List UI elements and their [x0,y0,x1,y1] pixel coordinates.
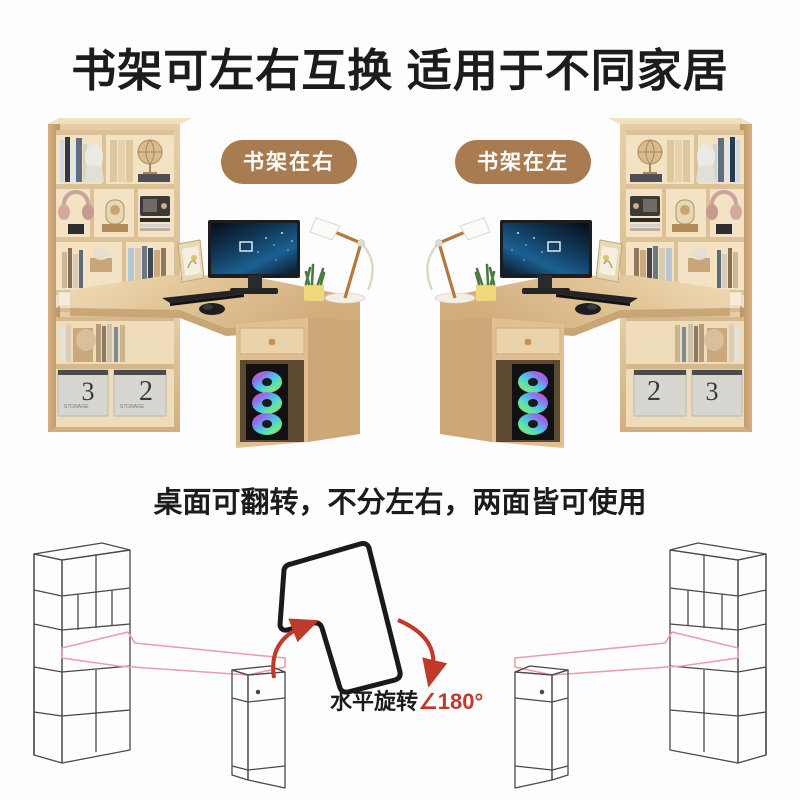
diagram-left-unit [33,542,131,764]
rotate-arrow-right [397,618,448,688]
svg-text:3: 3 [706,377,719,406]
headphones-icon [706,190,742,234]
desk-clock [102,199,128,232]
rotation-label: 水平旋转∠180° [330,684,483,716]
desk-lamp [426,217,491,304]
product-photo-bookshelf-right: 3 STORAGE 2 STORAGE [30,112,390,462]
lower-shelf-books [675,324,740,362]
rotation-angle-text: ∠180° [418,689,484,714]
vintage-radio [140,196,170,231]
shelf-books-top [60,137,87,182]
headphones-icon [58,190,94,234]
storage-bin-3: 3 STORAGE [57,369,109,417]
potted-plant [474,263,496,301]
page-title: 书架可左右互换 适用于不同家居 [71,45,729,96]
bust-sculpture [696,144,716,182]
lower-cabinet: 3 2 [620,306,752,432]
picture-frame [177,239,205,283]
diagram-right-pedestal [514,665,569,789]
badge-bookshelf-left: 书架在左 [455,140,591,184]
monitor [208,220,300,294]
svg-text:STORAGE: STORAGE [64,404,89,410]
desk-pedestal [440,318,564,448]
desk-pedestal [236,318,360,448]
file-folders [667,140,690,182]
globe-icon [637,139,663,175]
diagram-left-pedestal [231,665,286,789]
rotation-label-text: 水平旋转 [330,689,419,714]
rotation-diagram [0,520,800,800]
badge-bookshelf-right: 书架在右 [221,140,357,184]
rotating-desktop-shape [277,541,403,695]
potted-plant [304,263,326,301]
product-photo-bookshelf-left: 3 2 [410,112,770,462]
bust-sculpture [84,144,104,182]
globe-icon [137,139,163,175]
keyboard [556,290,638,306]
rotate-arrow-left [271,618,319,679]
rgb-fans [252,371,282,435]
file-folders [110,140,133,182]
shelf-books-mid [62,248,112,288]
keyboard [162,290,244,306]
storage-bin-3: 3 [691,369,743,417]
svg-text:2: 2 [139,376,153,407]
desk-lamp [309,217,374,304]
desk-clock [672,199,698,232]
svg-text:STORAGE: STORAGE [120,404,145,410]
section-subtitle: 桌面可翻转，不分左右，两面皆可使用 [153,487,647,519]
lower-cabinet: 3 STORAGE 2 STORAGE [48,306,180,432]
rgb-fans [518,371,548,435]
svg-text:3: 3 [82,377,95,406]
mouse [575,303,601,315]
monitor [500,220,592,294]
svg-text:2: 2 [647,376,661,407]
shelf-books-mid [688,248,738,288]
diagram-right-unit [669,542,767,764]
storage-bin-2: 2 STORAGE [113,369,167,417]
vintage-radio [630,196,660,231]
file-folders-mid [634,246,672,288]
storage-bin-2: 2 [633,369,687,417]
shelf-books-top [713,137,740,182]
mouse [199,303,225,315]
lower-shelf-books [60,324,125,362]
file-folders-mid [128,246,166,288]
picture-frame [595,239,623,283]
